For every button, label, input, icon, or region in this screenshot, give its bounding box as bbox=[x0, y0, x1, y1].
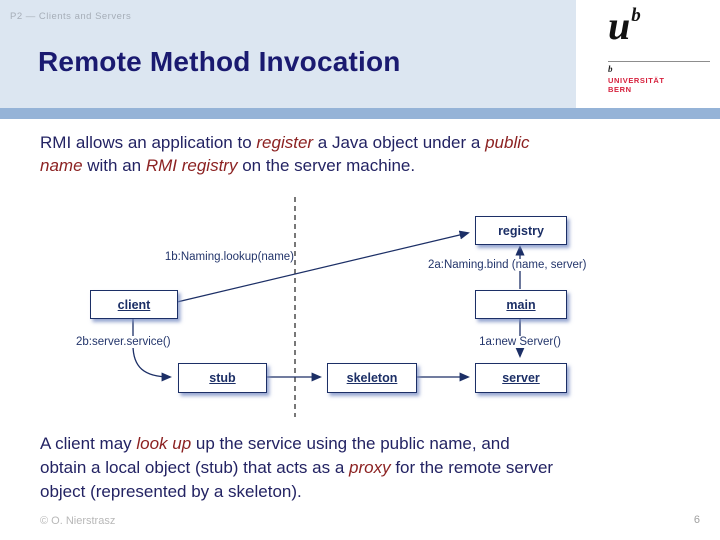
summary-paragraph: A client may look up up the service usin… bbox=[40, 432, 700, 504]
logo-line-bern: BERN bbox=[608, 85, 632, 94]
diagram-label-bind: 2a:Naming.bind (name, server) bbox=[428, 259, 587, 271]
logo-u: u bbox=[608, 3, 631, 48]
page-title: Remote Method Invocation bbox=[38, 46, 401, 77]
logo-divider bbox=[608, 61, 710, 62]
page-number: 6 bbox=[693, 514, 700, 526]
text-run: up the service using the public name, an… bbox=[191, 434, 510, 453]
diagram-box-skeleton: skeleton bbox=[327, 363, 417, 393]
text-run: on the server machine. bbox=[237, 156, 416, 175]
paragraph-line: object (represented by a skeleton). bbox=[40, 480, 700, 504]
diagram-box-stub: stub bbox=[178, 363, 267, 393]
breadcrumb: P2 — Clients and Servers bbox=[10, 11, 132, 22]
logo-small-b: b bbox=[608, 64, 613, 74]
box-label: registry bbox=[498, 223, 544, 238]
box-label: server bbox=[502, 371, 540, 385]
intro-paragraph: RMI allows an application to register a … bbox=[40, 131, 680, 177]
university-logo: ub b UNIVERSITÄT BERN bbox=[576, 0, 720, 108]
paragraph-line: name with an RMI registry on the server … bbox=[40, 154, 680, 177]
emphasis-term: look up bbox=[136, 434, 192, 453]
slide-header: P2 — Clients and Servers Remote Method I… bbox=[0, 0, 720, 108]
diagram-box-server: server bbox=[475, 363, 567, 393]
copyright-notice: © O. Nierstrasz bbox=[40, 515, 116, 527]
text-run: A client may bbox=[40, 434, 137, 453]
text-run: for the remote server bbox=[390, 458, 554, 477]
diagram-label-lookup: 1b:Naming.lookup(name) bbox=[150, 251, 294, 263]
logo-line-universitat: UNIVERSITÄT bbox=[608, 76, 665, 85]
emphasis-term: name bbox=[40, 156, 83, 175]
logo-university-name: UNIVERSITÄT BERN bbox=[608, 76, 665, 94]
text-run: obtain a local object (stub) that acts a… bbox=[40, 458, 350, 477]
box-label: main bbox=[506, 297, 536, 312]
diagram-box-registry: registry bbox=[475, 216, 567, 245]
logo-ub-glyph: ub bbox=[608, 6, 641, 46]
box-label: client bbox=[117, 297, 151, 312]
arrow-client-registry bbox=[176, 230, 470, 303]
emphasis-term: RMI registry bbox=[145, 156, 238, 175]
paragraph-line: RMI allows an application to register a … bbox=[40, 131, 680, 154]
box-label: stub bbox=[209, 371, 236, 385]
accent-band bbox=[0, 108, 720, 119]
diagram-label-service: 2b:server.service() bbox=[76, 336, 171, 348]
emphasis-term: proxy bbox=[349, 458, 391, 477]
diagram-box-main: main bbox=[475, 290, 567, 319]
logo-b-sup: b bbox=[631, 5, 641, 26]
paragraph-line: obtain a local object (stub) that acts a… bbox=[40, 456, 700, 480]
box-label: skeleton bbox=[346, 371, 398, 385]
text-run: object (represented by a skeleton). bbox=[40, 482, 302, 501]
rmi-diagram: 1b:Naming.lookup(name) 2a:Naming.bind (n… bbox=[0, 195, 720, 425]
text-run: RMI allows an application to bbox=[40, 133, 257, 152]
text-run: a Java object under a bbox=[313, 133, 486, 152]
diagram-box-client: client bbox=[90, 290, 178, 319]
emphasis-term: public bbox=[485, 133, 530, 152]
diagram-label-new-server: 1a:new Server() bbox=[470, 336, 570, 348]
text-run: with an bbox=[82, 156, 146, 175]
emphasis-term: register bbox=[256, 133, 314, 152]
paragraph-line: A client may look up up the service usin… bbox=[40, 432, 700, 456]
